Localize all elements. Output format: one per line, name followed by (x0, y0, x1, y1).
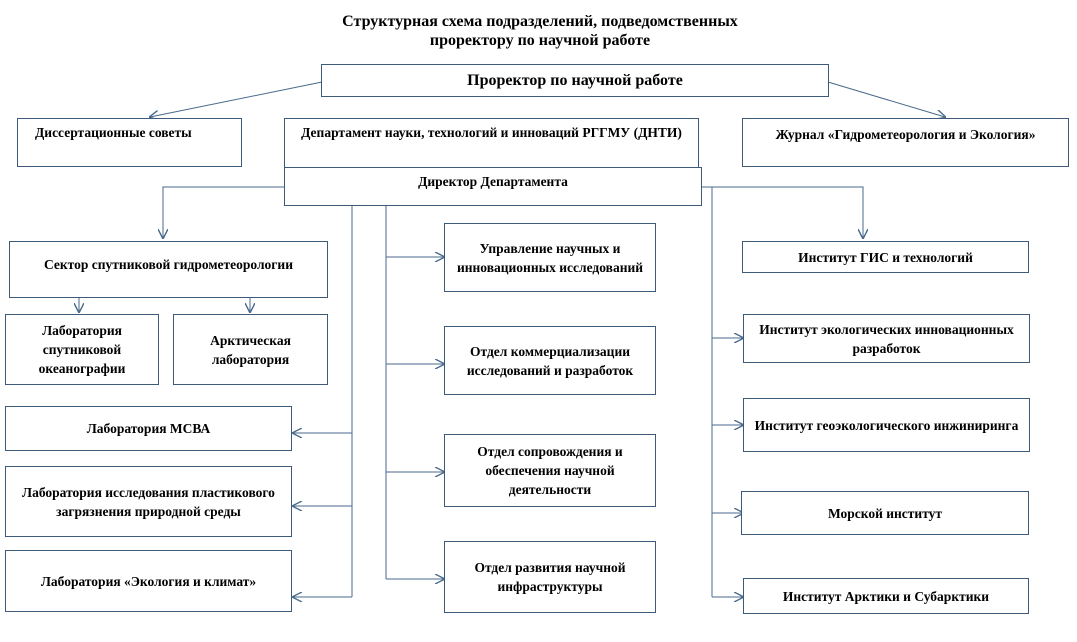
node-department-director: Директор Департамента (284, 167, 702, 206)
title-line-2: проректору по научной работе (429, 32, 651, 49)
node-satellite-sector: Сектор спутниковой гидрометеорологии (9, 241, 328, 298)
node-lab-plastic-pollution: Лаборатория исследования пластикового за… (5, 466, 292, 537)
title-line-1: Структурная схема подразделений, подведо… (342, 13, 738, 30)
node-journal: Журнал «Гидрометеорология и Экология» (742, 118, 1069, 167)
node-inst-arctic-subarctic: Институт Арктики и Субарктики (743, 578, 1029, 614)
node-dept-research: Управление научных и инновационных иссле… (444, 223, 656, 292)
node-dnti: Департамент науки, технологий и инноваци… (284, 118, 699, 168)
diagram-title: Структурная схема подразделений, подведо… (240, 12, 840, 50)
node-inst-geoeco-engineering: Институт геоэкологического инжиниринга (743, 398, 1030, 452)
node-lab-msva: Лаборатория МСВА (5, 406, 292, 451)
node-dept-commercialization: Отдел коммерциализации исследований и ра… (444, 326, 656, 395)
node-lab-satellite-oceanography: Лаборатория спутниковой океанографии (5, 314, 159, 385)
node-inst-marine: Морской институт (741, 491, 1029, 535)
node-dept-infrastructure: Отдел развития научной инфраструктуры (444, 541, 656, 613)
node-inst-gis: Институт ГИС и технологий (742, 241, 1029, 273)
node-lab-ecology-climate: Лаборатория «Экология и климат» (5, 550, 292, 612)
node-dept-support: Отдел сопровождения и обеспечения научно… (444, 434, 656, 507)
node-dissertation-councils: Диссертационные советы (17, 118, 242, 167)
node-inst-eco-innovations: Институт экологических инновационных раз… (743, 314, 1030, 363)
node-prorector: Проректор по научной работе (321, 64, 829, 97)
node-lab-arctic: Арктическая лаборатория (173, 314, 328, 385)
